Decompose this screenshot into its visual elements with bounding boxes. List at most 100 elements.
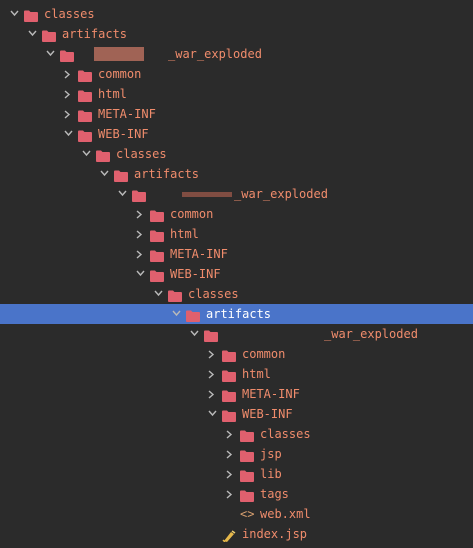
chevron-right-icon[interactable] bbox=[134, 204, 146, 224]
folder-icon bbox=[150, 208, 164, 222]
tree-item-label: html bbox=[170, 227, 199, 241]
tree-row-artifacts[interactable]: artifacts bbox=[0, 304, 473, 324]
redacted-name bbox=[182, 192, 232, 197]
folder-icon bbox=[186, 308, 200, 322]
tree-item-label: html bbox=[98, 87, 127, 101]
chevron-right-icon[interactable] bbox=[134, 224, 146, 244]
tree-row-html[interactable]: html bbox=[0, 84, 473, 104]
chevron-down-icon[interactable] bbox=[26, 24, 38, 44]
folder-icon bbox=[78, 68, 92, 82]
folder-icon bbox=[60, 48, 74, 62]
folder-icon bbox=[168, 288, 182, 302]
tree-row-meta-inf[interactable]: META-INF bbox=[0, 384, 473, 404]
chevron-down-icon[interactable] bbox=[152, 284, 164, 304]
folder-icon bbox=[96, 148, 110, 162]
chevron-right-icon[interactable] bbox=[206, 344, 218, 364]
folder-icon bbox=[222, 368, 236, 382]
tree-row-web-inf[interactable]: WEB-INF bbox=[0, 264, 473, 284]
folder-icon bbox=[78, 108, 92, 122]
chevron-down-icon[interactable] bbox=[80, 144, 92, 164]
tree-item-label: META-INF bbox=[98, 107, 156, 121]
tree-row-artifacts[interactable]: artifacts bbox=[0, 24, 473, 44]
chevron-down-icon[interactable] bbox=[8, 4, 20, 24]
folder-icon bbox=[78, 88, 92, 102]
tree-row-meta-inf[interactable]: META-INF bbox=[0, 104, 473, 124]
folder-icon bbox=[222, 348, 236, 362]
tree-item-label: WEB-INF bbox=[170, 267, 221, 281]
chevron-right-icon[interactable] bbox=[224, 424, 236, 444]
folder-icon bbox=[150, 268, 164, 282]
chevron-right-icon[interactable] bbox=[206, 384, 218, 404]
chevron-right-icon[interactable] bbox=[134, 244, 146, 264]
chevron-down-icon[interactable] bbox=[62, 124, 74, 144]
tree-row-index-jsp[interactable]: index.jsp bbox=[0, 524, 473, 544]
tree-row-classes[interactable]: classes bbox=[0, 144, 473, 164]
tree-item-label: classes bbox=[260, 427, 311, 441]
chevron-down-icon[interactable] bbox=[134, 264, 146, 284]
tree-row-html[interactable]: html bbox=[0, 224, 473, 244]
tree-item-label: classes bbox=[116, 147, 167, 161]
tree-row-war-exploded[interactable]: _war_exploded bbox=[0, 44, 473, 64]
folder-icon bbox=[240, 448, 254, 462]
tree-item-label: jsp bbox=[260, 447, 282, 461]
chevron-right-icon[interactable] bbox=[62, 64, 74, 84]
chevron-down-icon[interactable] bbox=[98, 164, 110, 184]
chevron-down-icon[interactable] bbox=[44, 44, 56, 64]
tree-item-label: common bbox=[98, 67, 142, 81]
folder-icon bbox=[222, 408, 236, 422]
tree-item-label: META-INF bbox=[242, 387, 300, 401]
tree-item-label: WEB-INF bbox=[98, 127, 149, 141]
tree-row-classes[interactable]: classes bbox=[0, 4, 473, 24]
redacted-name bbox=[94, 47, 144, 61]
tree-row-html[interactable]: html bbox=[0, 364, 473, 384]
folder-icon bbox=[240, 488, 254, 502]
chevron-right-icon[interactable] bbox=[62, 104, 74, 124]
tree-row-tags[interactable]: tags bbox=[0, 484, 473, 504]
chevron-down-icon[interactable] bbox=[170, 304, 182, 324]
tree-row-common[interactable]: common bbox=[0, 344, 473, 364]
chevron-down-icon[interactable] bbox=[206, 404, 218, 424]
tree-item-label: web.xml bbox=[260, 507, 311, 521]
tree-row-classes[interactable]: classes bbox=[0, 424, 473, 444]
chevron-right-icon[interactable] bbox=[224, 444, 236, 464]
chevron-right-icon[interactable] bbox=[224, 464, 236, 484]
tree-item-label: classes bbox=[44, 7, 95, 21]
tree-item-label: _war_exploded bbox=[234, 187, 328, 201]
tree-item-label: html bbox=[242, 367, 271, 381]
tree-row-jsp[interactable]: jsp bbox=[0, 444, 473, 464]
tree-item-label: tags bbox=[260, 487, 289, 501]
tree-item-label: artifacts bbox=[206, 307, 272, 321]
folder-icon bbox=[132, 188, 146, 202]
chevron-down-icon[interactable] bbox=[116, 184, 128, 204]
tree-item-label: index.jsp bbox=[242, 527, 308, 541]
tree-item-label: artifacts bbox=[62, 27, 128, 41]
tree-item-label: WEB-INF bbox=[242, 407, 293, 421]
tree-item-label: common bbox=[242, 347, 286, 361]
tree-row-common[interactable]: common bbox=[0, 64, 473, 84]
chevron-right-icon[interactable] bbox=[224, 484, 236, 504]
folder-icon bbox=[204, 328, 218, 342]
tree-item-label: common bbox=[170, 207, 214, 221]
chevron-right-icon[interactable] bbox=[62, 84, 74, 104]
tree-row-meta-inf[interactable]: META-INF bbox=[0, 244, 473, 264]
folder-icon bbox=[240, 468, 254, 482]
tree-row-artifacts[interactable]: artifacts bbox=[0, 164, 473, 184]
folder-icon bbox=[240, 428, 254, 442]
jsp-file-icon bbox=[222, 528, 236, 543]
tree-row-classes[interactable]: classes bbox=[0, 284, 473, 304]
tree-row-lib[interactable]: lib bbox=[0, 464, 473, 484]
tree-row-web-inf[interactable]: WEB-INF bbox=[0, 404, 473, 424]
folder-icon bbox=[42, 28, 56, 42]
tree-row-war-exploded[interactable]: _war_exploded bbox=[0, 324, 473, 344]
xml-file-icon: <> bbox=[240, 507, 255, 521]
folder-icon bbox=[150, 228, 164, 242]
tree-row-web-inf[interactable]: WEB-INF bbox=[0, 124, 473, 144]
tree-row-war-exploded[interactable]: _war_exploded bbox=[0, 184, 473, 204]
tree-item-label: META-INF bbox=[170, 247, 228, 261]
folder-icon bbox=[78, 128, 92, 142]
tree-row-web-xml[interactable]: <> web.xml bbox=[0, 504, 473, 524]
chevron-right-icon[interactable] bbox=[206, 364, 218, 384]
chevron-down-icon[interactable] bbox=[188, 324, 200, 344]
tree-row-common[interactable]: common bbox=[0, 204, 473, 224]
